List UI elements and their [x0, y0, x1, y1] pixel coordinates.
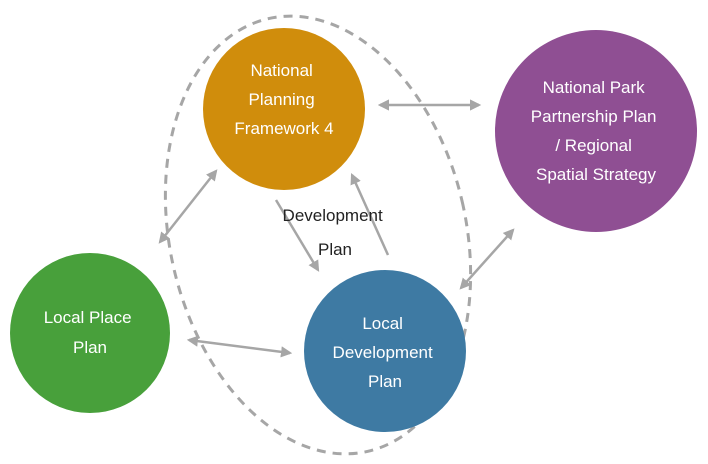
ldp-label-line: Development: [333, 343, 433, 362]
local-place-label-line: Plan: [73, 338, 107, 357]
npf4-label-line: Framework 4: [234, 119, 333, 138]
ldp-label: Local Development Plan: [333, 314, 438, 391]
arrow-local-place-ldp: [186, 335, 293, 358]
arrow-ldp-to-npf4: [350, 172, 390, 256]
npf4-label-line: Planning: [249, 90, 315, 109]
arrow-national-park-ldp: [459, 228, 515, 290]
npf4-label-line: National: [250, 61, 312, 80]
arrow-npf4-to-ldp: [274, 199, 320, 272]
national-park-label-line: / Regional: [555, 136, 632, 155]
ldp-label-line: Local: [362, 314, 403, 333]
national-park-label-line: Partnership Plan: [531, 107, 657, 126]
development-plan-boundary: [163, 14, 473, 456]
local-place-label: Local Place Plan: [44, 308, 137, 357]
development-plan-label-line: Plan: [318, 240, 352, 259]
development-plan-label-line: Development: [283, 206, 383, 225]
national-park-label-line: National Park: [543, 78, 646, 97]
national-park-label: National Park Partnership Plan / Regiona…: [531, 78, 661, 184]
local-place-node: [10, 253, 170, 413]
npf4-label: National Planning Framework 4: [234, 61, 333, 138]
local-place-label-line: Local Place: [44, 308, 132, 327]
ldp-label-line: Plan: [368, 372, 402, 391]
national-park-node: [495, 30, 697, 232]
arrow-npf4-local-place: [158, 169, 218, 244]
national-park-label-line: Spatial Strategy: [536, 165, 657, 184]
development-plan-label: Development Plan: [283, 206, 388, 259]
ldp-node: [304, 270, 466, 432]
npf4-node: [203, 28, 365, 190]
